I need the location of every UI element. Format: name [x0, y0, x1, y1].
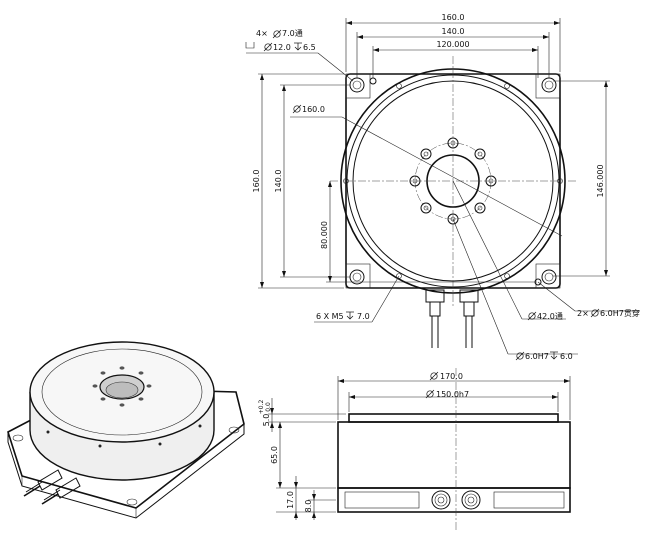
dim-pilot-diameter: 150.0h7: [436, 390, 469, 399]
dim-outer-diameter: 160.0: [302, 105, 325, 114]
through-pin-count: 2×: [577, 309, 589, 318]
dim-body-height: 65.0: [270, 446, 279, 464]
cable-glands: [425, 289, 479, 348]
outer-ring-holes: [343, 83, 563, 279]
diameter-symbol: [527, 311, 537, 321]
diameter-symbol: [590, 308, 600, 318]
diameter-symbol: [425, 389, 435, 399]
corner-hole-count: 4×: [256, 29, 268, 38]
depth-symbol: [550, 351, 558, 360]
thread-callout: 6 X M5: [316, 312, 344, 321]
dim-pcd-120: 120.000: [436, 40, 469, 49]
diameter-symbol: [292, 104, 302, 114]
dim-flange-diameter: 170.0: [440, 372, 463, 381]
corner-pad-bl: [345, 263, 371, 289]
iso-connectors: [23, 469, 81, 505]
pin-hole-callout: 6.0H7: [525, 352, 549, 361]
main-body: [337, 421, 571, 489]
corner-pad-tr: [535, 73, 561, 99]
pin-hole-tl: [369, 77, 377, 85]
pilot-tol-upper: +0.2: [258, 400, 265, 415]
dim-hole-spacing-y: 140.0: [274, 170, 283, 193]
diameter-symbol: [272, 29, 282, 39]
pin-hole-depth: 6.0: [560, 352, 573, 361]
counterbore-depth: 6.5: [303, 43, 316, 52]
top-view: 160.0 140.0 120.000 160.0 140.0 80.000: [245, 13, 640, 361]
dim-overall-width: 160.0: [442, 13, 465, 22]
base-block: [337, 487, 571, 513]
dim-146: 146.000: [596, 164, 605, 197]
through-pin-callout: 6.0H7贯穿: [600, 308, 640, 318]
isometric-view: [7, 341, 245, 519]
dim-base-height: 17.0: [286, 491, 295, 509]
corner-hole-size: 7.0通: [282, 28, 303, 38]
connectors: [431, 490, 481, 510]
diameter-symbol: [263, 42, 273, 52]
bore-callout: 42.0通: [537, 311, 563, 321]
dim-overall-height: 160.0: [252, 170, 261, 193]
counterbore-diameter: 12.0: [273, 43, 291, 52]
side-view: 170.0 150.0h7 5.0 +0.2 0.0 65.0 17.0: [258, 368, 571, 530]
dim-pilot-height: 5.0: [262, 414, 271, 427]
pilot-tol-lower: 0.0: [265, 402, 272, 412]
depth-symbol: [346, 311, 354, 320]
diameter-symbol: [429, 371, 439, 381]
dim-hole-spacing-x: 140.0: [442, 27, 465, 36]
pilot-step: [348, 413, 559, 423]
dim-80: 80.000: [320, 221, 329, 249]
diameter-symbol: [515, 351, 525, 361]
thread-depth: 7.0: [357, 312, 370, 321]
counterbore-symbol: [245, 42, 255, 49]
dim-base-step: 8.0: [304, 500, 313, 513]
depth-symbol: [294, 42, 302, 51]
corner-pad-tl: [345, 73, 371, 99]
